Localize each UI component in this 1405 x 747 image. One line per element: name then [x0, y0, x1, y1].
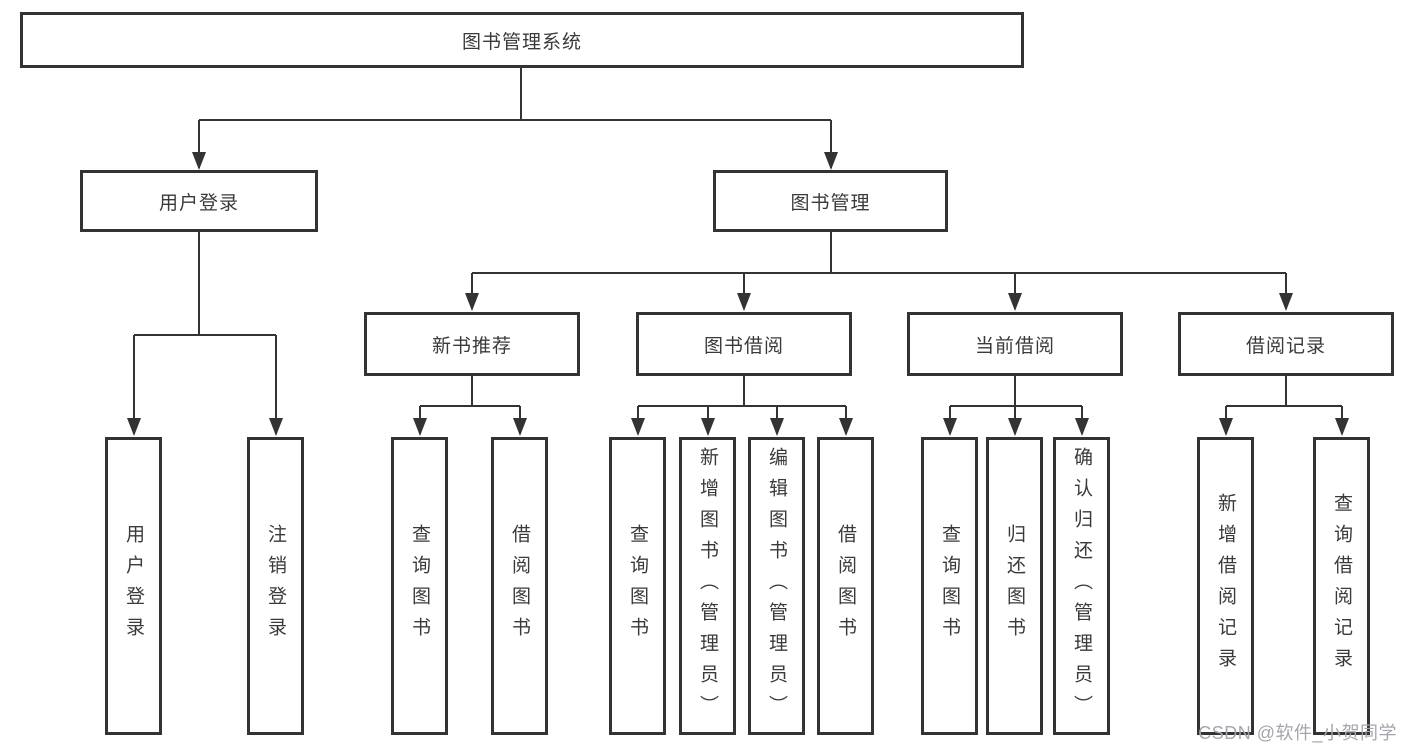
leaf-query-books-borrow: 查询图书: [609, 437, 666, 735]
arrowhead: [413, 418, 427, 436]
arrowhead: [839, 418, 853, 436]
node-book-borrowing: 图书借阅: [636, 312, 852, 376]
node-label: 借阅图书: [509, 524, 530, 648]
arrowheads: [127, 152, 1349, 436]
csdn-watermark: CSDN @软件_小贺同学: [1198, 723, 1397, 743]
node-borrowing-records: 借阅记录: [1178, 312, 1394, 376]
node-label: 查询借阅记录: [1331, 493, 1352, 679]
node-user-login: 用户登录: [80, 170, 318, 232]
leaf-query-borrow-record: 查询借阅记录: [1313, 437, 1370, 735]
arrowhead: [513, 418, 527, 436]
node-label: 图书管理: [790, 192, 871, 214]
node-label: 借阅图书: [835, 524, 856, 648]
node-label: 确认归还（管理员）: [1071, 446, 1092, 726]
node-current-borrowing: 当前借阅: [907, 312, 1123, 376]
arrowhead: [1008, 293, 1022, 311]
node-label: 用户登录: [158, 192, 239, 214]
node-root-library-system: 图书管理系统: [20, 12, 1024, 68]
leaf-add-books-admin: 新增图书（管理员）: [679, 437, 736, 735]
leaf-edit-books-admin: 编辑图书（管理员）: [748, 437, 805, 735]
arrowhead: [127, 418, 141, 436]
node-label: 当前借阅: [974, 335, 1055, 357]
arrowhead: [1219, 418, 1233, 436]
node-label: 图书管理系统: [461, 31, 582, 53]
node-label: 查询图书: [409, 524, 430, 648]
tree-edges: [133, 68, 1343, 434]
node-label: 借阅记录: [1245, 335, 1326, 357]
node-label: 图书借阅: [703, 335, 784, 357]
node-label: 用户登录: [123, 524, 144, 648]
arrowhead: [943, 418, 957, 436]
leaf-add-borrow-record: 新增借阅记录: [1197, 437, 1254, 735]
node-new-book-recommend: 新书推荐: [364, 312, 580, 376]
arrowhead: [465, 293, 479, 311]
node-label: 归还图书: [1004, 524, 1025, 648]
leaf-borrow-books-recommend: 借阅图书: [491, 437, 548, 735]
arrowhead: [770, 418, 784, 436]
leaf-query-books-recommend: 查询图书: [391, 437, 448, 735]
node-book-management: 图书管理: [713, 170, 948, 232]
leaf-user-login: 用户登录: [105, 437, 162, 735]
leaf-borrow-books: 借阅图书: [817, 437, 874, 735]
node-label: 注销登录: [265, 524, 286, 648]
arrowhead: [1008, 418, 1022, 436]
node-label: 新书推荐: [431, 335, 512, 357]
leaf-query-books-current: 查询图书: [921, 437, 978, 735]
leaf-logout: 注销登录: [247, 437, 304, 735]
arrowhead: [1335, 418, 1349, 436]
arrowhead: [192, 152, 206, 170]
leaf-return-books: 归还图书: [986, 437, 1043, 735]
leaf-confirm-return-admin: 确认归还（管理员）: [1053, 437, 1110, 735]
arrowhead: [1279, 293, 1293, 311]
arrowhead: [824, 152, 838, 170]
node-label: 编辑图书（管理员）: [766, 446, 787, 726]
node-label: 新增借阅记录: [1215, 493, 1236, 679]
node-label: 新增图书（管理员）: [697, 446, 718, 726]
arrowhead: [701, 418, 715, 436]
node-label: 查询图书: [939, 524, 960, 648]
arrowhead: [269, 418, 283, 436]
arrowhead: [1075, 418, 1089, 436]
node-label: 查询图书: [627, 524, 648, 648]
arrowhead: [737, 293, 751, 311]
arrowhead: [631, 418, 645, 436]
